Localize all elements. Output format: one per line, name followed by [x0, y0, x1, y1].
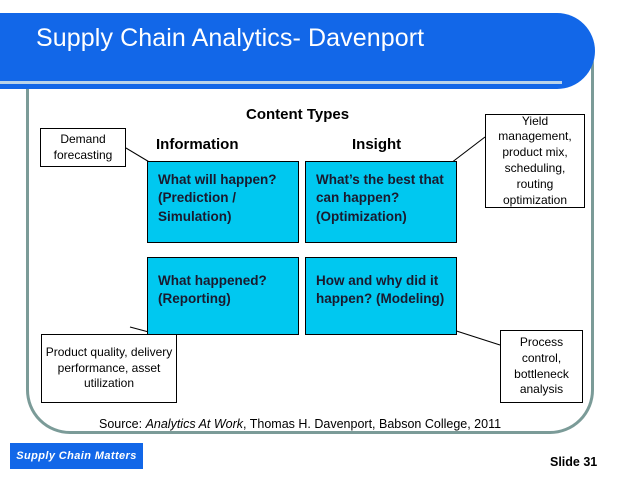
column-label-insight: Insight: [352, 136, 402, 153]
matrix-cell-modeling: How and why did it happen? (Modeling): [305, 257, 457, 335]
matrix-cell-optimization: What’s the best that can happen? (Optimi…: [305, 161, 457, 243]
matrix-heading: Content Types: [246, 106, 350, 123]
page-title: Supply Chain Analytics- Davenport: [36, 24, 425, 52]
source-work-title: Analytics At Work: [145, 417, 244, 431]
title-banner-rule: [0, 81, 562, 84]
column-label-information: Information: [156, 136, 239, 153]
slide-number: Slide 31: [550, 455, 598, 469]
matrix-cell-reporting: What happened? (Reporting): [147, 257, 299, 335]
source-suffix: , Thomas H. Davenport, Babson College, 2…: [243, 417, 502, 431]
source-prefix: Source:: [99, 417, 146, 431]
matrix-cell-prediction: What will happen? (Prediction / Simulati…: [147, 161, 299, 243]
title-banner: [0, 13, 595, 89]
callout-demand-forecasting: Demand forecasting: [40, 128, 126, 167]
source-citation: Source: Analytics At Work, Thomas H. Dav…: [99, 417, 501, 431]
callout-process-control: Process control, bottleneck analysis: [500, 330, 583, 403]
callout-yield-management: Yield management, product mix, schedulin…: [485, 114, 585, 208]
supply-chain-matters-logo: Supply Chain Matters: [10, 443, 143, 469]
callout-product-quality: Product quality, delivery performance, a…: [41, 334, 177, 403]
